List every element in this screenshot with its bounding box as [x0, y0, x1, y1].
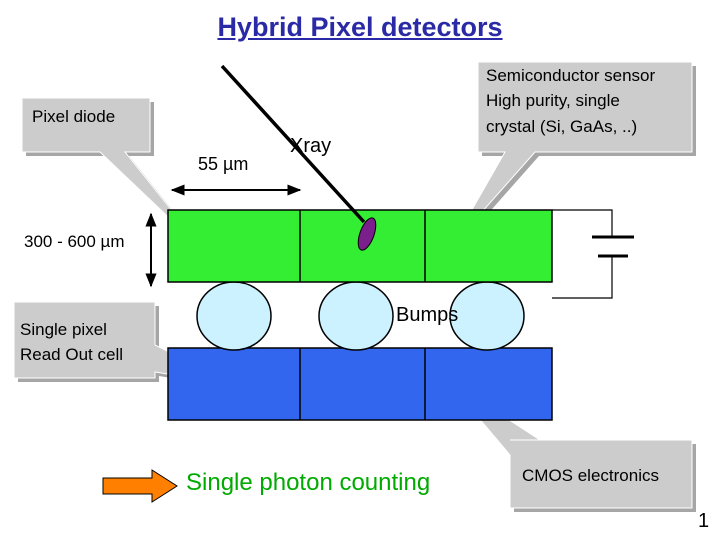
bump-3: [449, 281, 525, 351]
pixel-diode-label: Pixel diode: [32, 107, 116, 126]
xray-absorption-spot: [357, 217, 377, 251]
readout-chip: [167, 347, 553, 421]
bumps-label: Bumps: [396, 304, 459, 326]
thickness-label: 300 - 600 µm: [24, 232, 125, 251]
xray-label: Xray: [290, 135, 332, 157]
photon-arrow: [102, 469, 178, 503]
callout-cmos-electronics: [444, 377, 696, 512]
bump-bonds: [196, 281, 525, 351]
callout-pixel-diode: [21, 97, 209, 256]
callout-semiconductor-sensor: [449, 61, 696, 252]
readout-label-line2: Read Out cell: [20, 345, 123, 364]
xray-track: [220, 64, 377, 251]
sensor-label-line2: High purity, single: [486, 91, 620, 110]
bias-circuit: [552, 209, 634, 299]
sensor-label-line1: Semiconductor sensor: [486, 66, 656, 85]
photon-counting-label: Single photon counting: [186, 469, 431, 496]
cmos-label: CMOS electronics: [522, 466, 659, 485]
page-title: Hybrid Pixel detectors: [217, 12, 503, 42]
sensor-label-line3: crystal (Si, GaAs, ..): [486, 117, 638, 136]
page-number: 1: [698, 510, 710, 532]
bump-1: [196, 281, 272, 351]
readout-label-line1: Single pixel: [20, 320, 107, 339]
pixel-pitch-label: 55 µm: [198, 154, 249, 174]
bump-2: [318, 281, 394, 351]
